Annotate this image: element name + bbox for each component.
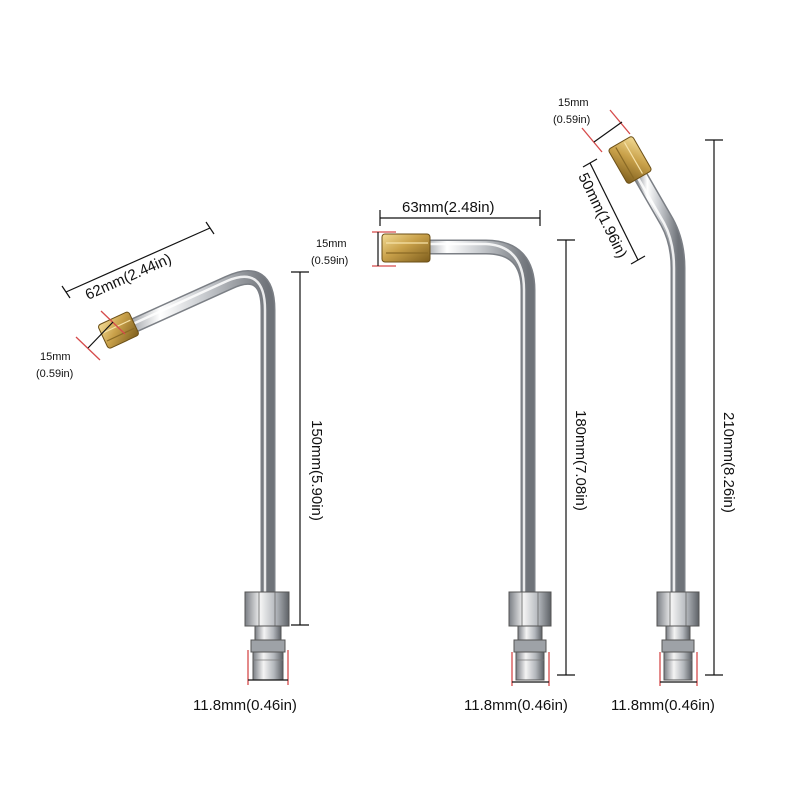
tip-size-label: 15mm xyxy=(558,97,589,109)
brass-tip xyxy=(98,311,139,349)
length-label: 150mm(5.90in) xyxy=(308,420,325,521)
dimension-connector: 11.8mm(0.46in) xyxy=(464,652,568,714)
dimension-tip: 15mm (0.59in) xyxy=(311,231,396,267)
connector-label: 11.8mm(0.46in) xyxy=(193,697,297,714)
tip-size-label: 15mm xyxy=(40,351,71,363)
brass-tip xyxy=(608,136,652,184)
dimension-connector: 11.8mm(0.46in) xyxy=(611,652,715,714)
dimension-connector: 11.8mm(0.46in) xyxy=(193,650,297,714)
dimension-tip: 15mm (0.59in) xyxy=(36,310,126,380)
nozzle-medium: 63mm(2.48in) 15mm (0.59in) 180mm(7.08in)… xyxy=(311,199,589,714)
hex-fitting xyxy=(656,591,700,681)
tip-size-inch-label: (0.59in) xyxy=(311,255,348,267)
dimension-length: 180mm(7.08in) xyxy=(557,239,589,676)
nozzle-small: 62mm(2.44in) 15mm (0.59in) 150mm(5.90in)… xyxy=(36,221,325,714)
nozzle-large: 50mm(1.96in) 15mm (0.59in) 210mm(8.26in)… xyxy=(553,97,737,714)
dimension-bend: 63mm(2.48in) xyxy=(379,199,541,226)
dimension-length: 210mm(8.26in) xyxy=(705,139,737,676)
hex-fitting xyxy=(508,591,552,681)
hex-fitting xyxy=(244,591,290,681)
bend-length-label: 50mm(1.96in) xyxy=(574,170,630,261)
tip-size-label: 15mm xyxy=(316,238,347,250)
dimension-length: 150mm(5.90in) xyxy=(291,271,325,626)
connector-label: 11.8mm(0.46in) xyxy=(464,697,568,714)
tip-size-inch-label: (0.59in) xyxy=(553,114,590,126)
steel-tube xyxy=(412,239,536,603)
connector-label: 11.8mm(0.46in) xyxy=(611,697,715,714)
brass-tip xyxy=(381,233,431,263)
tip-size-inch-label: (0.59in) xyxy=(36,368,73,380)
bend-length-label: 63mm(2.48in) xyxy=(402,199,495,216)
length-label: 180mm(7.08in) xyxy=(572,410,589,511)
bend-length-label: 62mm(2.44in) xyxy=(83,250,174,303)
dimension-tip: 15mm (0.59in) xyxy=(553,97,631,153)
length-label: 210mm(8.26in) xyxy=(720,412,737,513)
